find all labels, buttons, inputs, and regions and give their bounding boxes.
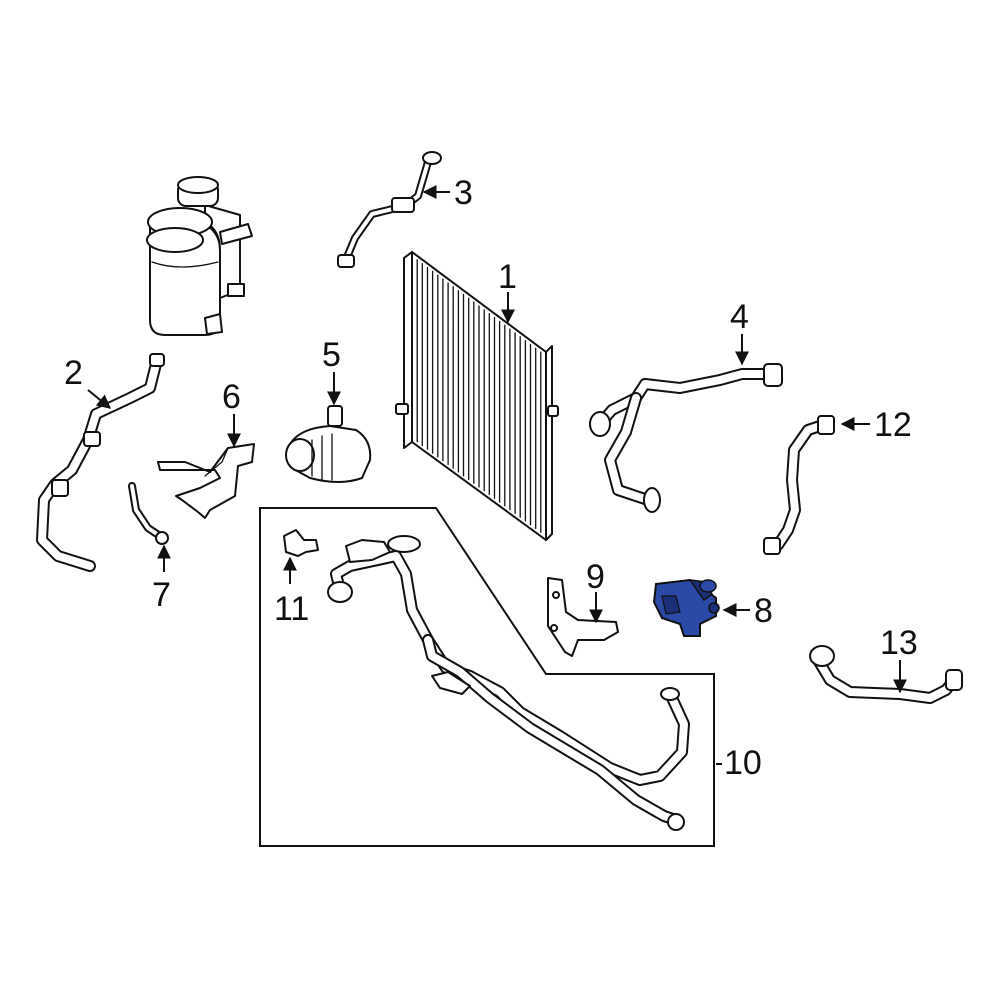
callout-12: 12 [874,406,912,444]
coolant-hose-part-2[interactable] [36,353,165,572]
bracket-part-9[interactable] [547,577,619,657]
callout-13: 13 [880,624,918,662]
callout-3: 3 [454,174,473,212]
callout-10: 10 [724,744,762,782]
hose-part-7[interactable] [128,482,169,545]
coolant-valve-part-8[interactable] [652,578,720,637]
callout-9: 9 [586,558,605,596]
fitting-part-11[interactable] [283,529,319,557]
callout-1: 1 [498,258,517,296]
callout-6: 6 [222,378,241,416]
hose-assembly-part-10[interactable] [327,535,690,831]
coolant-hose-part-12[interactable] [763,415,835,555]
leader-lines [87,185,907,765]
coolant-reservoir-tank[interactable] [146,176,253,336]
callout-5: 5 [322,336,341,374]
callout-8: 8 [754,592,773,630]
coolant-pipe-part-3[interactable] [337,151,442,268]
water-pump-part-5[interactable] [285,405,372,483]
coolant-hose-part-13[interactable] [809,645,963,704]
callout-4: 4 [730,298,749,336]
callout-7: 7 [152,576,171,614]
part-10-assembly-box [259,507,715,847]
coolant-hose-part-4[interactable] [589,363,783,513]
radiator-part-1[interactable] [395,251,559,541]
callout-11: 11 [274,590,309,628]
callout-2: 2 [64,354,83,392]
bracket-part-6[interactable] [157,443,255,519]
